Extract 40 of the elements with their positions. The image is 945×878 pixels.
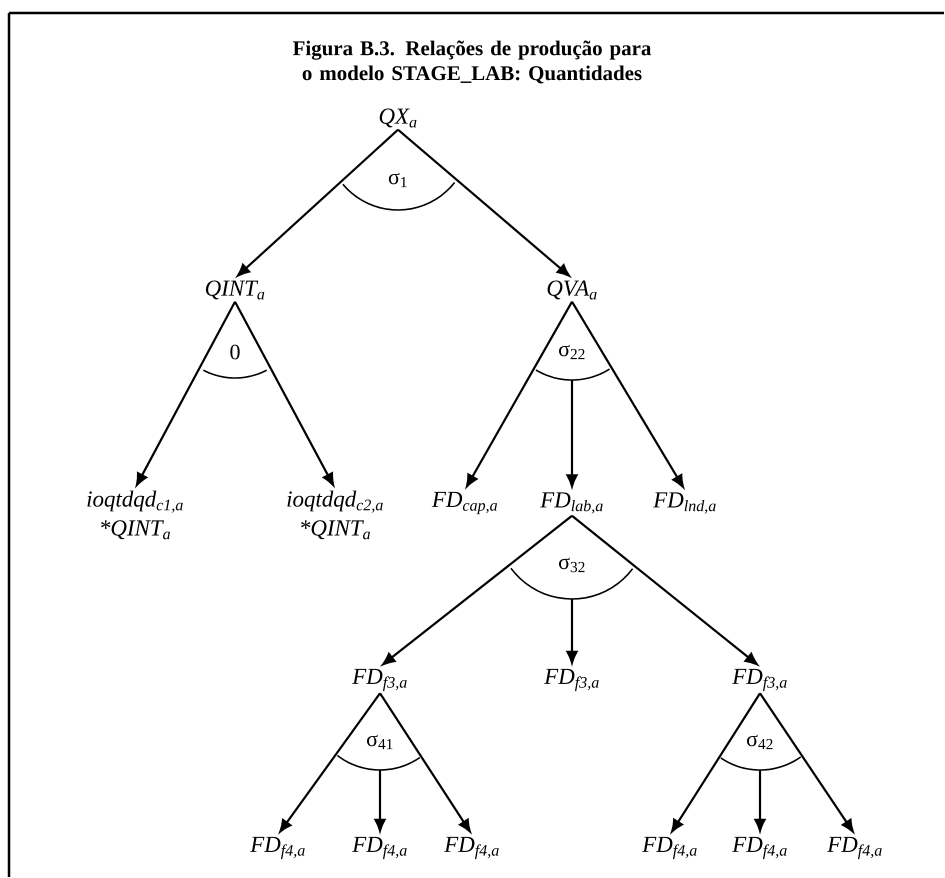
arrow xyxy=(566,380,578,488)
math-term: QINT$_{a}$ xyxy=(206,280,264,300)
arrow xyxy=(754,770,766,832)
math-term: FD$_{f4,a}$ xyxy=(250,836,305,860)
title: Figura B.3. Relações de produção para o modelo STAGE_LAB: Quantidades xyxy=(292,40,652,84)
math-term: FD$_{f4,a}$ xyxy=(642,836,697,860)
arrow xyxy=(571,514,758,666)
arrow xyxy=(382,514,573,666)
math-term: FD$_{f4,a}$ xyxy=(444,836,499,860)
arrow xyxy=(237,128,399,277)
arrow xyxy=(136,301,236,486)
math-term: ioqtdqd$_{c1,a}$ *QINT$_{a}$ xyxy=(87,490,183,540)
arrow xyxy=(397,128,570,277)
math-term: FD$_{cap,a}$ xyxy=(432,492,498,514)
elasticity-label: σ$_{22}$ xyxy=(559,344,584,360)
elasticity-label: σ$_{1}$ xyxy=(388,172,407,188)
math-term: FD$_{f3,a}$ xyxy=(732,668,787,692)
elasticity-label: σ$_{41}$ xyxy=(367,734,392,750)
math-term: FD$_{lnd,a}$ xyxy=(653,492,716,514)
math-term: FD$_{f3,a}$ xyxy=(544,668,599,692)
math-term: FD$_{f4,a}$ xyxy=(352,836,407,860)
math-term: FD$_{f3,a}$ xyxy=(352,668,407,692)
math-term: ioqtdqd$_{c2,a}$ *QINT$_{a}$ xyxy=(287,490,383,540)
arrow xyxy=(379,692,471,832)
math-term: QX$_{a}$ xyxy=(380,108,416,128)
arrow xyxy=(571,301,684,488)
elasticity-label: σ$_{42}$ xyxy=(747,734,772,750)
elasticity-label: 0 xyxy=(230,344,240,360)
arrow xyxy=(279,692,381,832)
arrow xyxy=(759,692,854,832)
math-term: FD$_{f4,a}$ xyxy=(732,836,787,860)
arrow xyxy=(374,770,386,832)
arrow xyxy=(566,599,578,664)
arrow xyxy=(234,301,334,486)
elasticity-label: σ$_{32}$ xyxy=(559,558,584,572)
math-term: QVA$_{a}$ xyxy=(548,280,597,300)
math-term: FD$_{lab,a}$ xyxy=(540,492,603,514)
math-term: FD$_{f4,a}$ xyxy=(827,836,882,860)
arrow xyxy=(466,301,573,488)
arrow xyxy=(671,692,761,832)
